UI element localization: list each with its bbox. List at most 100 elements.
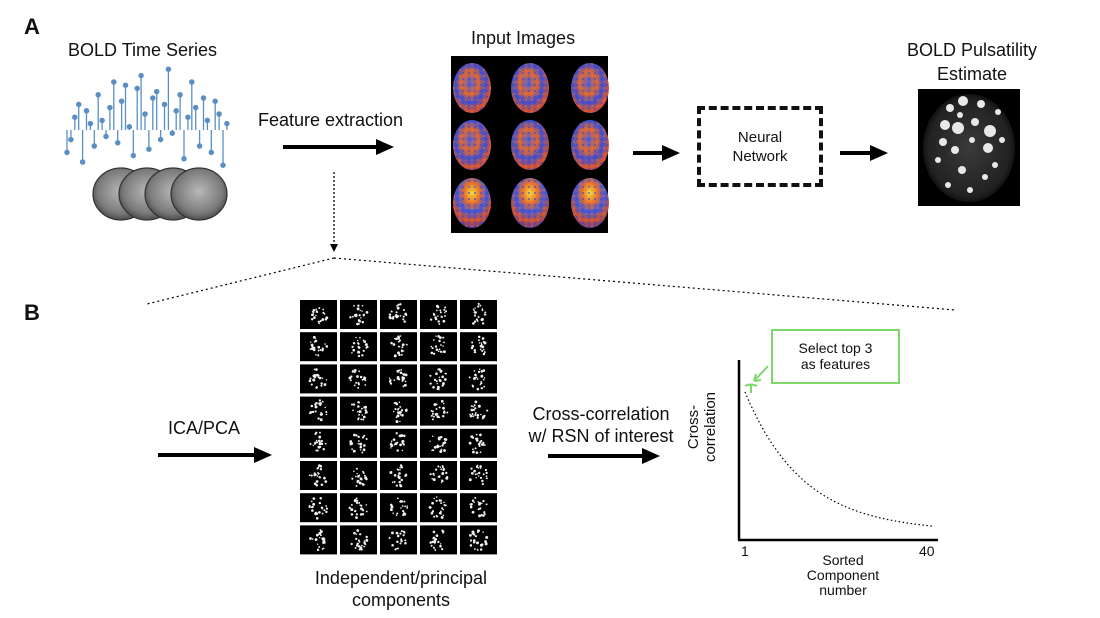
- component-speckle: [429, 473, 432, 476]
- component-speckle: [442, 319, 446, 323]
- component-speckle: [440, 502, 443, 505]
- component-speckle: [396, 547, 399, 550]
- bold-stem-marker: [208, 149, 215, 156]
- component-speckle: [480, 370, 484, 373]
- component-speckle: [395, 484, 398, 487]
- component-speckle: [438, 388, 440, 391]
- component-speckle: [390, 507, 393, 509]
- crosscorr-label: Cross-correlation w/ RSN of interest: [506, 403, 696, 447]
- component-speckle: [361, 320, 365, 324]
- component-speckle: [436, 444, 439, 447]
- bold-stem-marker: [142, 111, 148, 117]
- component-speckle: [479, 304, 482, 307]
- component-speckle: [435, 304, 439, 308]
- component-speckle: [321, 400, 324, 403]
- component-speckle: [469, 413, 471, 416]
- component-speckle: [439, 544, 442, 548]
- component-speckle: [362, 470, 365, 473]
- neural-network-line2: Network: [732, 148, 788, 165]
- component-speckle: [477, 404, 481, 408]
- callout-line1: Select top 3: [798, 340, 873, 356]
- component-speckle: [317, 446, 320, 448]
- input-brain-texture: [511, 178, 549, 228]
- component-speckle: [356, 322, 359, 326]
- component-speckle: [401, 439, 405, 443]
- component-speckle: [476, 378, 479, 380]
- component-speckle: [362, 418, 365, 421]
- component-speckle: [324, 480, 328, 483]
- component-speckle: [392, 410, 395, 413]
- bold-stem-marker: [79, 159, 86, 165]
- component-speckle: [473, 348, 476, 352]
- component-speckle: [430, 351, 434, 355]
- component-speckle: [365, 411, 368, 414]
- component-speckle: [477, 471, 481, 475]
- component-speckle: [325, 507, 329, 510]
- component-speckle: [439, 466, 442, 468]
- component-speckle: [484, 542, 488, 546]
- component-speckle: [481, 479, 484, 483]
- feature-extraction-label: Feature extraction: [258, 110, 404, 130]
- pulsatility-hotspot: [971, 118, 979, 126]
- component-speckle: [475, 476, 477, 479]
- component-speckle: [477, 370, 481, 374]
- component-speckle: [479, 476, 483, 480]
- component-speckle: [311, 410, 315, 414]
- component-speckle: [314, 410, 317, 413]
- component-speckle: [319, 464, 323, 468]
- component-thumbnail: [300, 493, 337, 523]
- component-speckle: [399, 303, 402, 306]
- component-speckle: [433, 403, 437, 406]
- component-speckle: [391, 531, 394, 535]
- component-speckle: [398, 401, 401, 403]
- component-speckle: [397, 335, 400, 338]
- component-speckle: [395, 514, 398, 516]
- component-speckle: [484, 311, 487, 314]
- component-speckle: [432, 546, 436, 549]
- component-speckle: [311, 345, 314, 348]
- component-thumbnail: [300, 396, 337, 426]
- component-speckle: [401, 343, 405, 347]
- component-speckle: [473, 469, 476, 473]
- component-speckle: [478, 339, 480, 342]
- component-speckle: [393, 354, 397, 358]
- component-speckle: [319, 468, 323, 471]
- component-speckle: [402, 315, 405, 318]
- component-speckle: [484, 444, 486, 446]
- pulsatility-hotspot: [957, 112, 963, 118]
- component-speckle: [476, 416, 479, 419]
- component-speckle: [359, 336, 361, 339]
- component-speckle: [315, 441, 319, 444]
- component-speckle: [348, 506, 351, 510]
- component-speckle: [404, 313, 407, 315]
- component-speckle: [312, 348, 316, 352]
- component-speckle: [355, 501, 359, 504]
- component-speckle: [363, 540, 366, 543]
- component-speckle: [431, 449, 433, 452]
- component-speckle: [476, 473, 478, 475]
- component-speckle: [390, 440, 393, 443]
- component-speckle: [429, 382, 432, 385]
- component-speckle: [431, 412, 434, 415]
- input-brain-texture: [571, 120, 609, 170]
- input-brain-texture: [453, 120, 491, 170]
- ica-pca-label: ICA/PCA: [168, 418, 241, 438]
- component-speckle: [353, 369, 357, 372]
- component-speckle: [321, 347, 324, 350]
- component-speckle: [315, 439, 318, 442]
- component-speckle: [397, 351, 400, 355]
- bold-stem-marker: [173, 108, 179, 114]
- component-speckle: [445, 476, 449, 480]
- input-images-title: Input Images: [471, 28, 576, 48]
- neural-network-box: [697, 106, 823, 187]
- component-speckle: [475, 318, 479, 321]
- component-speckle: [353, 384, 356, 387]
- component-speckle: [397, 345, 400, 348]
- output-title-line2: Estimate: [936, 64, 1008, 84]
- component-speckle: [435, 348, 439, 351]
- component-speckle: [485, 475, 488, 478]
- component-speckle: [443, 308, 446, 311]
- bold-stem-marker: [204, 117, 211, 124]
- component-speckle: [437, 315, 439, 317]
- component-speckle: [479, 383, 482, 386]
